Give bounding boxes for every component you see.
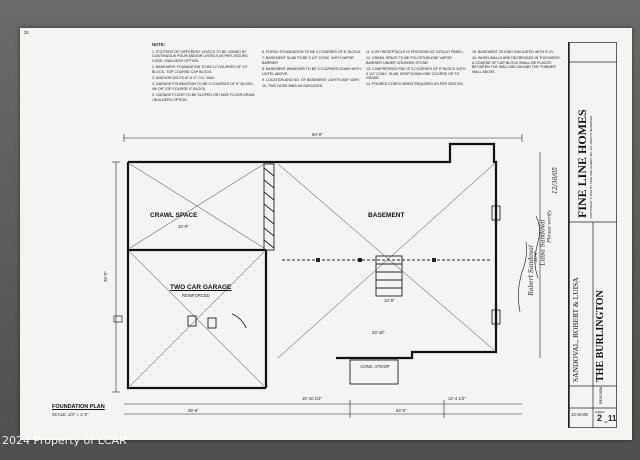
- note-item: 3. ANCHOR BOLTS AT 6'-0" O.C. MAX.: [152, 76, 216, 81]
- note-item: 16. WHEN WALLS ARE DECREASED IN THICKNES…: [472, 56, 561, 74]
- blueprint-sheet: 25 NOTE: 1. FOOTERS OF DIFFERENT LEVELS …: [20, 28, 632, 440]
- note-item: 6. PORCH FOUNDATION TO BE 4 COURSES OF 8…: [262, 50, 362, 54]
- notes-column-3: 11. A GFI RECEPTACLE IS PROVIDED AT CIRC…: [366, 50, 466, 89]
- company-copyright: COPYRIGHT © 2003 BY FINE LINE HOMES INC.…: [589, 115, 593, 218]
- note-item: 15. BASEMENT CEILING INSULATED WITH R-21…: [472, 50, 554, 54]
- dim-stair: 13'-8": [384, 298, 395, 303]
- notes-column-1: 1. FOOTERS OF DIFFERENT LEVELS TO BE JOI…: [152, 50, 256, 104]
- note-item: 14. POURED CORES WHEN REQUIRED AS PER 20…: [366, 82, 465, 87]
- room-label-garage: TWO CAR GARAGE: [170, 284, 232, 291]
- dim-bottom-left: 25'-6": [188, 408, 199, 413]
- sheet-label: SHEET: [595, 410, 606, 414]
- sheet-number: 25: [24, 30, 29, 35]
- dim-basement-width: 33'-10": [372, 330, 385, 335]
- notes-column-4: 15. BASEMENT CEILING INSULATED WITH R-21…: [472, 50, 562, 76]
- foundation-plan-drawing: [112, 134, 541, 418]
- notes-column-2: 6. PORCH FOUNDATION TO BE 4 COURSES OF 8…: [262, 50, 362, 91]
- notes-header: NOTE:: [152, 42, 166, 47]
- handwritten-date: 12/30/05: [551, 167, 559, 194]
- dim-left-overall: 36'-0": [102, 271, 108, 282]
- note-item: 11. A GFI RECEPTACLE IS PROVIDED AT CIRC…: [366, 50, 464, 54]
- revision-label: REVISION: [599, 386, 603, 404]
- note-item: 10. TWO HOSE BIBS AS INDICATED.: [262, 84, 324, 89]
- note-item: 13. COMPRESSED PAD IS 3 COURSES OF 8" BL…: [366, 67, 466, 81]
- dim-bottom-overall: 54'-0": [396, 408, 407, 413]
- note-item: 2. BASEMENT FOUNDATION TO BE 12 COURSES …: [152, 65, 248, 74]
- model-name: THE BURLINGTON: [595, 290, 606, 382]
- dim-bottom-right: 12'-4 1/2": [448, 396, 466, 401]
- note-item: 4. GARAGE FOUNDATION TO BE 3 COURSES OF …: [152, 82, 254, 91]
- title-block-frame: [569, 42, 617, 428]
- dim-top-overall: 60'-0": [312, 132, 323, 137]
- drawing-date: 10-15-05: [571, 412, 588, 417]
- dim-crawl-width: 22'-0": [178, 224, 189, 229]
- handwritten-signature-1: Robert Sandoval: [527, 245, 535, 296]
- garage-sublabel: REINFORCED: [182, 293, 210, 298]
- room-label-crawl-space: CRAWL SPACE: [150, 212, 198, 219]
- note-item: 5. GARAGE FLOOR TO BE SLOPED OR HAVE FLO…: [152, 93, 255, 102]
- room-label-stoop: CONC. STOOP: [360, 364, 390, 369]
- sheet-total: 11: [608, 414, 617, 423]
- watermark: 2024 Property of LCAR: [2, 434, 127, 447]
- dim-bottom-mid: 15'-10 1/2": [302, 396, 322, 401]
- note-item: 7. BASEMENT SLAB TO BE 3 1/2" CONC. WITH…: [262, 56, 354, 65]
- sheet-number-value: 2: [597, 413, 603, 423]
- plan-scale: SCALE: 1/4" = 1'-0": [52, 412, 89, 417]
- note-item: 1. FOOTERS OF DIFFERENT LEVELS TO BE JOI…: [152, 50, 249, 63]
- note-item: 12. CRAWL SPACE TO BE POLYETHELENE VAPOR…: [366, 56, 452, 65]
- sheet-of-label: OF: [604, 420, 609, 424]
- note-item: 8. BASEMENT WINDOWS TO BE 3 COURSES DOWN…: [262, 67, 361, 76]
- room-label-basement: BASEMENT: [368, 212, 405, 219]
- note-item: 9. LOCATION AND NO. OF BASEMENT LIGHTS M…: [262, 78, 360, 83]
- handwritten-signature-2: Luisa Sandoval: [539, 219, 547, 266]
- handwritten-note: Please verify: [546, 210, 553, 243]
- plan-title: FOUNDATION PLAN: [52, 404, 105, 410]
- client-name: SANDOVAL, ROBERT & LUISA: [571, 277, 580, 382]
- title-block: FINE LINE HOMES COPYRIGHT © 2003 BY FINE…: [568, 42, 617, 428]
- company-name: FINE LINE HOMES: [575, 109, 589, 218]
